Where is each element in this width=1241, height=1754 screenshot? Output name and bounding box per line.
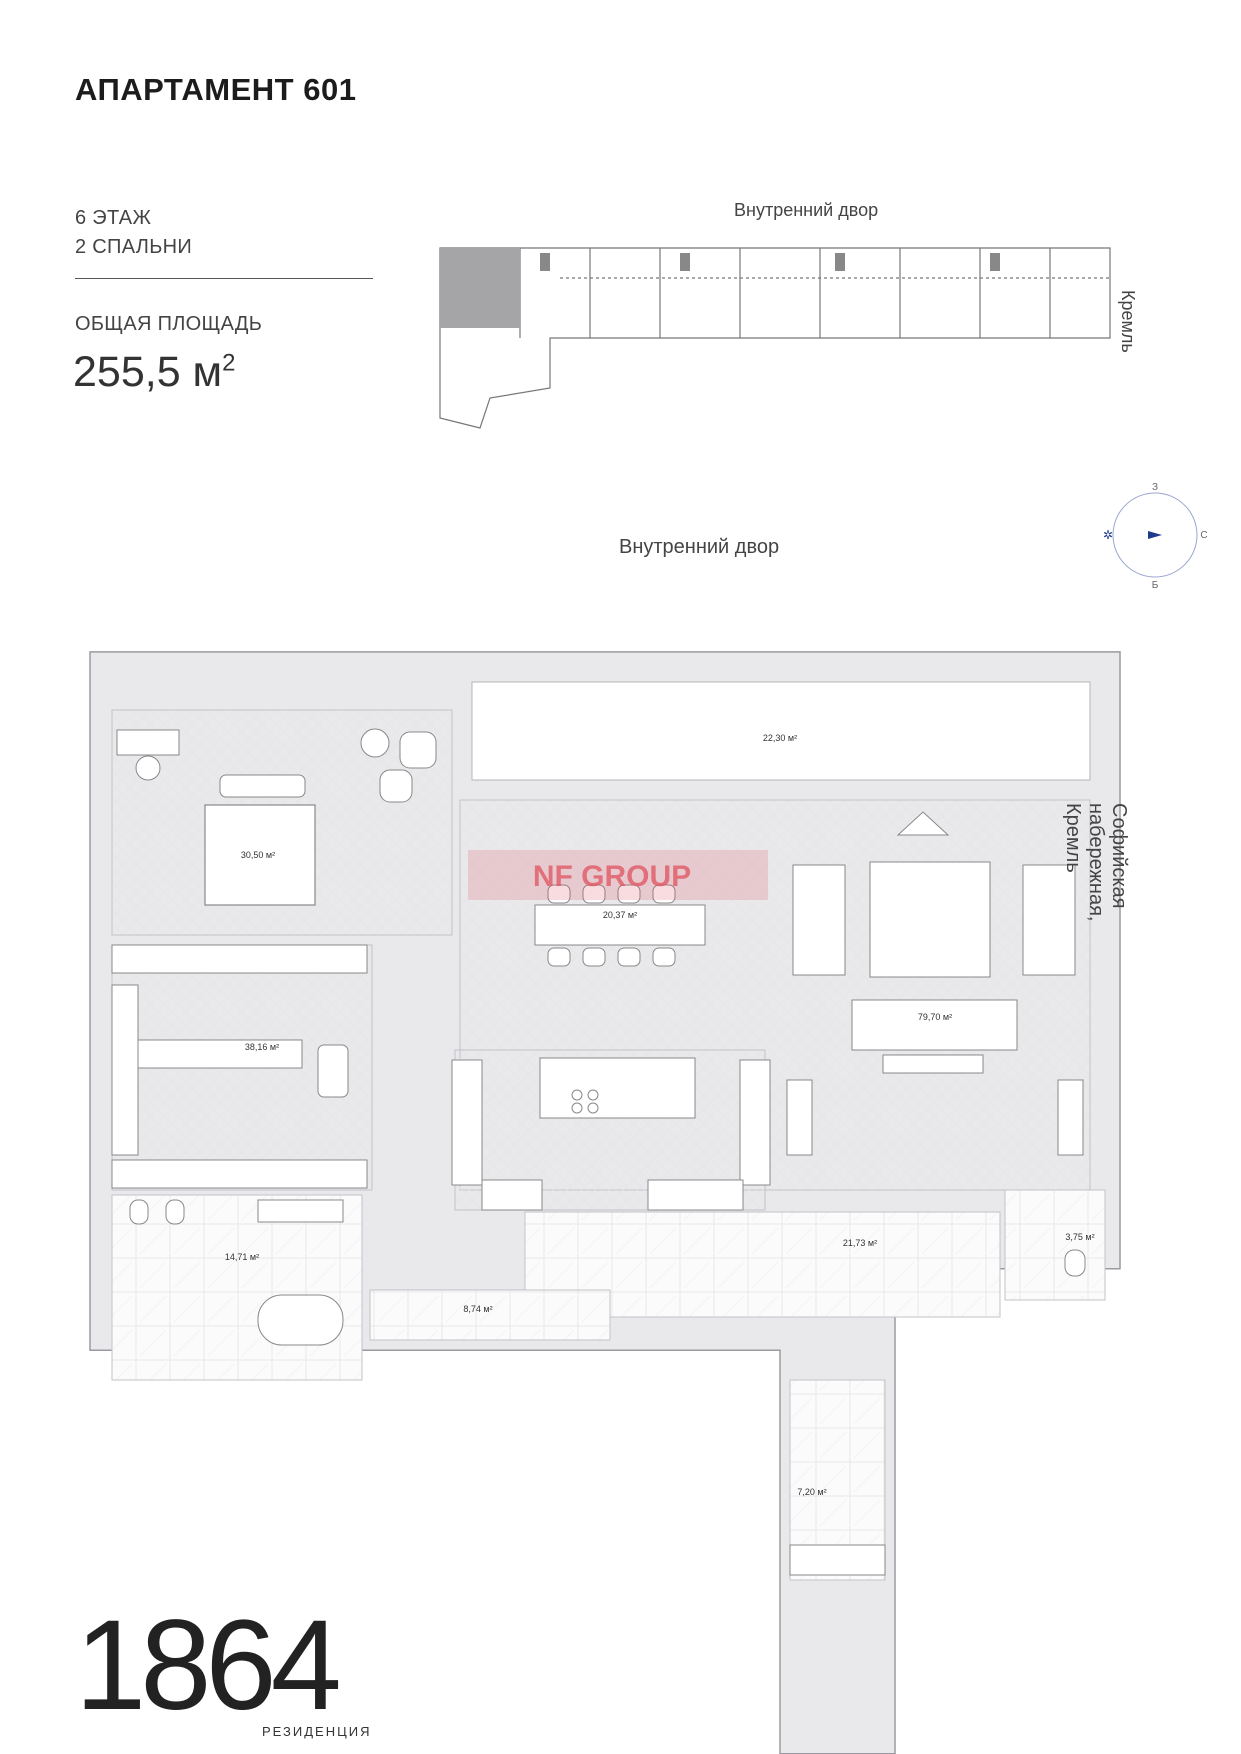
corridor — [369, 1289, 611, 1341]
room-area-living-room: 79,70 м² — [918, 1012, 952, 1022]
keyplan-outline — [439, 247, 1111, 429]
room-area-labels: 22,30 м² 30,50 м² 20,37 м² 79,70 м² 38,1… — [225, 733, 1095, 1497]
desk-chair-icon — [135, 755, 161, 781]
sofa-icon — [851, 999, 1018, 1051]
sun-icon: ✲ — [1103, 528, 1113, 542]
compass-bottom-letter: Б — [1152, 580, 1159, 590]
desk-icon — [116, 729, 180, 756]
total-area-number: 255,5 м — [73, 348, 223, 396]
total-area-value: 255,5 м2 — [73, 348, 235, 397]
bench-icon — [219, 774, 306, 798]
page-title: АПАРТАМЕНТ 601 — [75, 72, 357, 107]
compass-arrow-icon — [1148, 531, 1162, 539]
watermark: NF GROUP — [468, 850, 768, 900]
keyplan-courtyard-label: Внутренний двор — [734, 200, 879, 220]
bed-icon — [204, 804, 316, 906]
terrace-room — [471, 681, 1091, 781]
embankment-label: Софийская набережная, Кремль — [1062, 803, 1130, 922]
armchair-icon — [399, 731, 437, 769]
master-bathroom — [111, 1194, 363, 1381]
compass-top-letter: З — [1152, 482, 1158, 493]
bathtub-icon — [257, 1294, 344, 1346]
room-area-dining: 20,37 м² — [603, 910, 637, 920]
room-area-guest-wc: 3,75 м² — [1065, 1232, 1094, 1242]
plan-courtyard-label: Внутренний двор — [619, 536, 780, 558]
total-area-label: ОБЩАЯ ПЛОЩАДЬ — [75, 313, 263, 335]
kitchen-cabinets — [451, 1059, 771, 1211]
compass-ring — [1112, 492, 1198, 578]
logo-digits: 1864 — [75, 1594, 342, 1737]
utility-cabinets — [789, 1544, 886, 1576]
dining-table-icon — [534, 904, 706, 946]
keyplan-stairs — [540, 253, 1000, 271]
room-area-dressing-room: 38,16 м² — [245, 1042, 279, 1052]
compass: З Б С ✲ — [1103, 482, 1208, 590]
logo-word: РЕЗИДЕНЦИЯ — [262, 1724, 372, 1739]
wardrobes — [111, 944, 368, 1189]
room-area-master-bathroom: 14,71 м² — [225, 1252, 259, 1262]
lounge-furniture — [786, 861, 1084, 1156]
kitchen-island-icon — [539, 1057, 696, 1119]
watermark-text: NF GROUP — [533, 860, 691, 893]
ottoman-icon — [317, 1044, 349, 1098]
vanity-icon — [257, 1199, 344, 1223]
room-area-corridor: 8,74 м² — [463, 1304, 492, 1314]
guest-toilet-icon — [1064, 1249, 1086, 1277]
bidet-icon — [165, 1199, 185, 1225]
keyplan-highlight-apartment — [440, 248, 520, 328]
room-area-utility: 7,20 м² — [797, 1487, 826, 1497]
compass-right-letter: С — [1200, 530, 1207, 541]
room-area-terrace: 22,30 м² — [763, 733, 797, 743]
room-area-hall: 21,73 м² — [843, 1238, 877, 1248]
side-table-icon — [360, 728, 390, 758]
dining-chairs — [547, 884, 676, 967]
divider — [75, 278, 373, 279]
toilet-icon — [129, 1199, 149, 1225]
armchair-icon — [379, 769, 413, 803]
fireplace-icon — [896, 811, 950, 836]
floor-label: 6 ЭТАЖ — [75, 207, 152, 229]
keyplan — [439, 247, 1111, 429]
watermark-band — [468, 850, 768, 900]
guest-wc — [1004, 1189, 1106, 1301]
area-unit-superscript: 2 — [222, 349, 236, 377]
bedrooms-label: 2 СПАЛЬНИ — [75, 236, 193, 258]
cooktop-icon — [571, 1089, 599, 1114]
room-area-master-bedroom: 30,50 м² — [241, 850, 275, 860]
